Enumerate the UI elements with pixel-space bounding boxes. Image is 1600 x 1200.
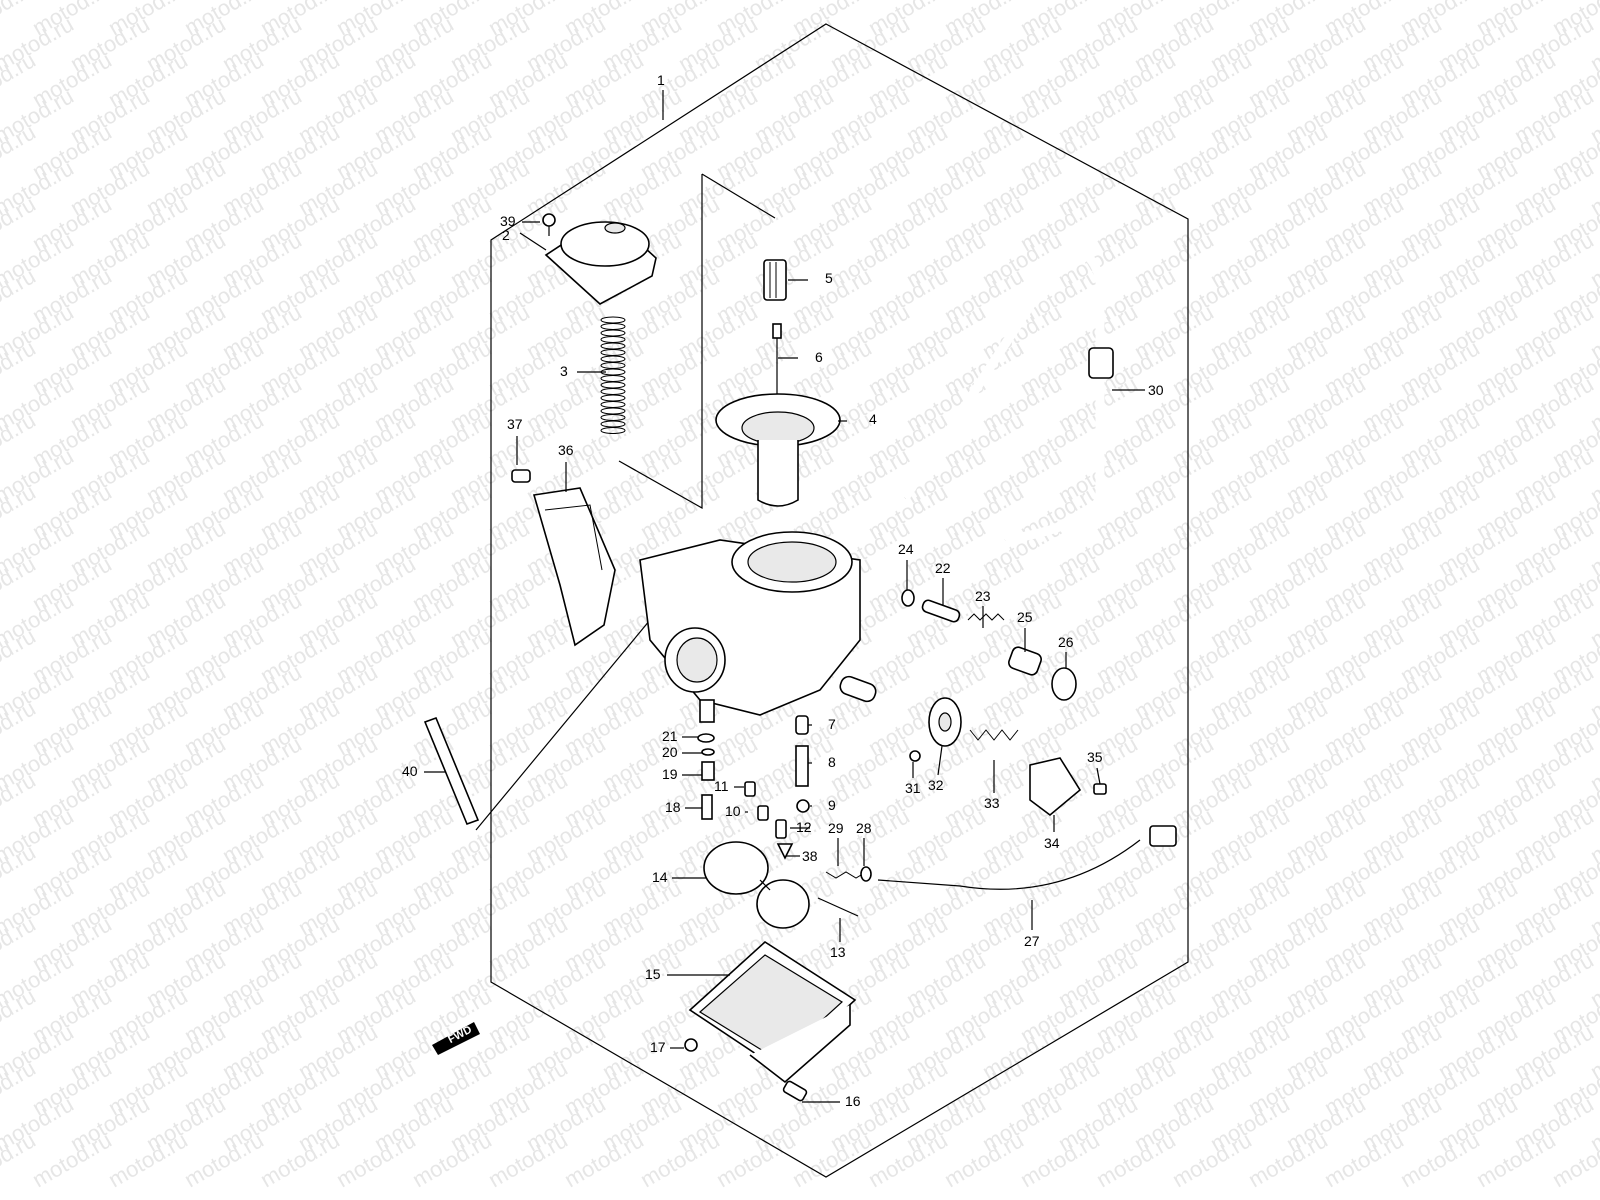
callout-number: 11 bbox=[714, 778, 729, 794]
callout-number: 40 bbox=[402, 763, 418, 779]
needle-clip-part bbox=[763, 259, 787, 301]
callout-number: 36 bbox=[558, 442, 574, 458]
callout-number: 31 bbox=[905, 780, 921, 796]
callout-number: 12 bbox=[796, 819, 812, 835]
callout-number: 29 bbox=[828, 820, 844, 836]
callout-number: 21 bbox=[662, 728, 678, 744]
callout-number: 3 bbox=[560, 363, 568, 379]
callout-number: 39 bbox=[500, 213, 516, 229]
callout-number: 4 bbox=[869, 411, 877, 427]
spring-coil bbox=[600, 323, 626, 330]
spring-coil bbox=[600, 394, 626, 402]
callout-number: 10 bbox=[725, 803, 741, 819]
callout-number: 33 bbox=[984, 795, 1000, 811]
callout-number: 13 bbox=[830, 944, 846, 960]
callout-number: 8 bbox=[828, 754, 836, 770]
callout-number: 35 bbox=[1087, 749, 1103, 765]
callout-number: 24 bbox=[898, 541, 914, 557]
callout-number: 18 bbox=[665, 799, 681, 815]
callout-number: 38 bbox=[802, 848, 818, 864]
callout-number: 28 bbox=[856, 820, 872, 836]
drain-screw-part bbox=[782, 1080, 808, 1102]
callout-number: 5 bbox=[825, 270, 833, 286]
callout-number: 26 bbox=[1058, 634, 1074, 650]
callout-number: 25 bbox=[1017, 609, 1033, 625]
callout-number: 16 bbox=[845, 1093, 861, 1109]
assembly-number: 1 bbox=[657, 72, 665, 88]
callout-number: 17 bbox=[650, 1039, 666, 1055]
callout-number: 20 bbox=[662, 744, 678, 760]
callout-number: 37 bbox=[507, 416, 523, 432]
callout-number: 23 bbox=[975, 588, 991, 604]
callout-number: 7 bbox=[828, 716, 836, 732]
callout-number: 30 bbox=[1148, 382, 1164, 398]
bolt-part bbox=[511, 469, 531, 483]
callout-number: 14 bbox=[652, 869, 668, 885]
callout-number: 22 bbox=[935, 560, 951, 576]
needle-jet-part bbox=[795, 715, 810, 813]
screw-part bbox=[542, 213, 556, 236]
bowl-screw-part bbox=[684, 1038, 698, 1052]
callout-number: 6 bbox=[815, 349, 823, 365]
callout-number: 32 bbox=[928, 777, 944, 793]
callout-number: 27 bbox=[1024, 933, 1040, 949]
callout-number: 9 bbox=[828, 797, 836, 813]
callout-number: 2 bbox=[502, 227, 510, 243]
callout-number: 19 bbox=[662, 766, 678, 782]
callout-number: 34 bbox=[1044, 835, 1060, 851]
callout-number: 15 bbox=[645, 966, 661, 982]
